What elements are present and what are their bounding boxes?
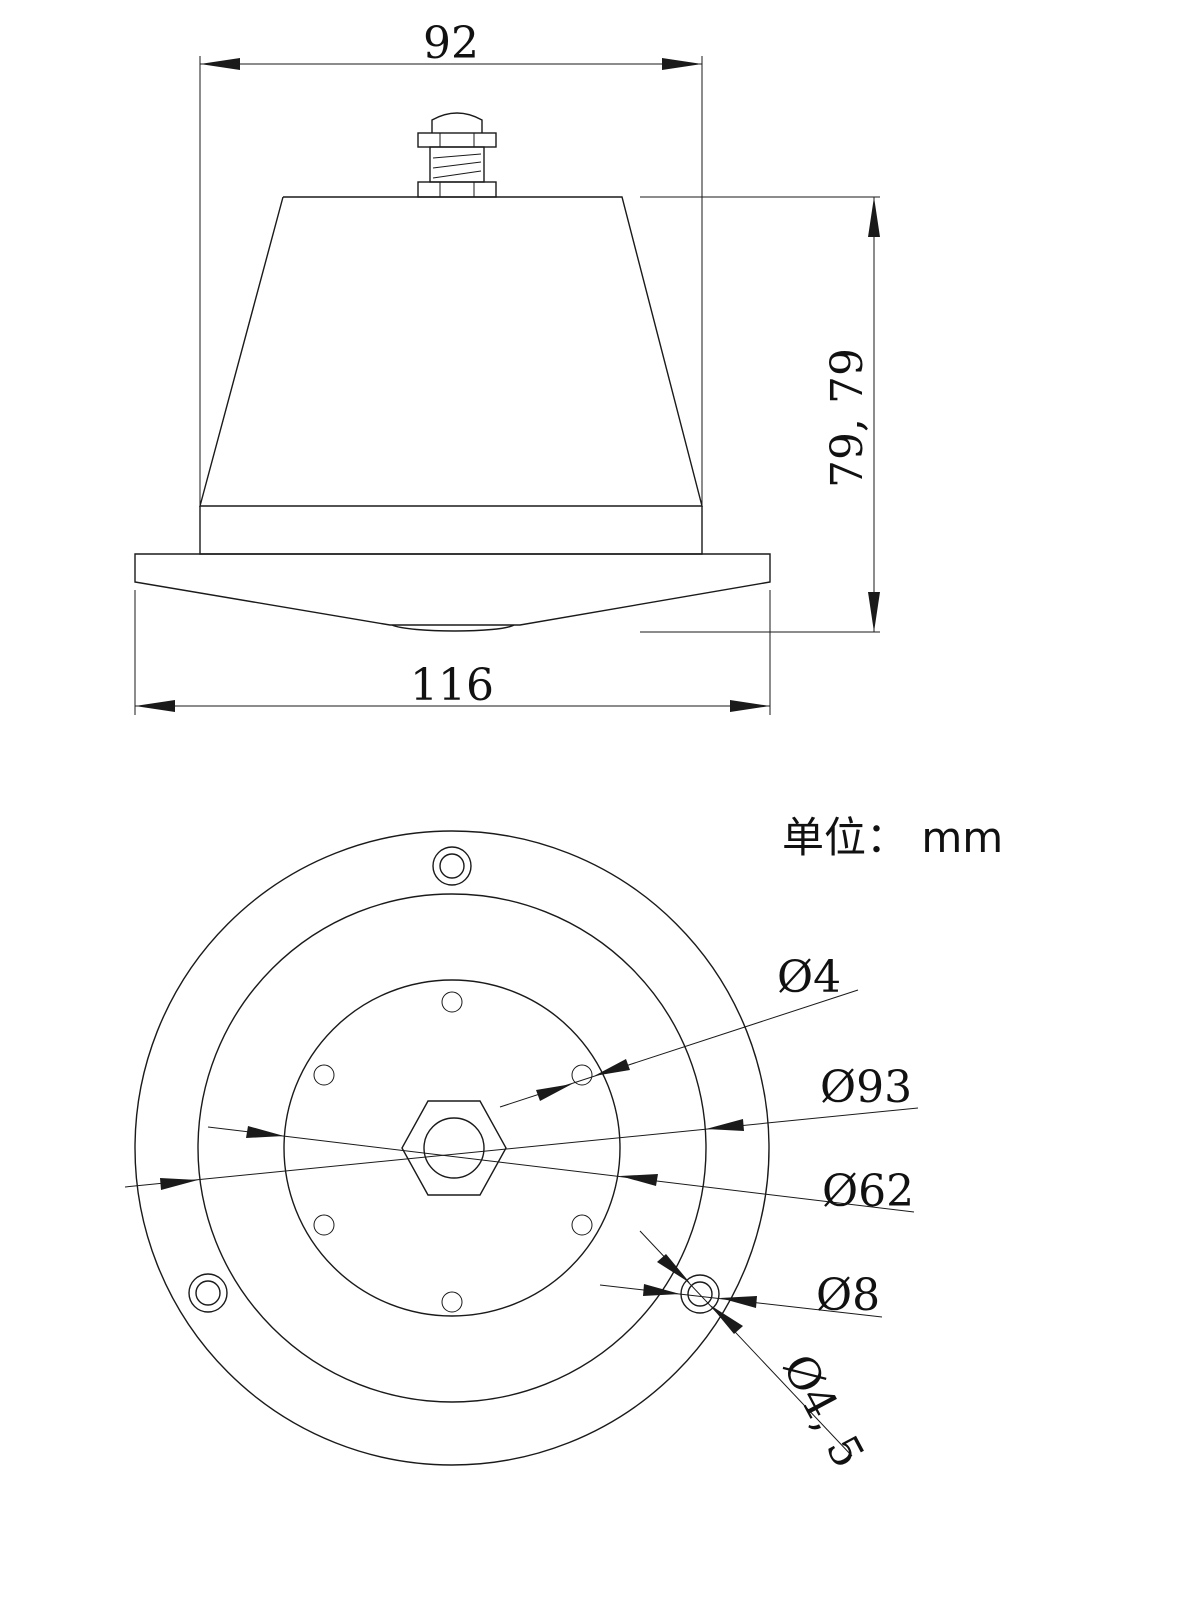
dim-label-116: 116 — [410, 660, 494, 711]
dim-height: 79, 79 — [640, 196, 880, 633]
unit-label: 单位： mm — [782, 813, 1003, 862]
dim-width-top: 92 — [199, 18, 703, 506]
small-hole — [313, 1064, 335, 1086]
small-hole — [313, 1214, 335, 1236]
dim-label-92: 92 — [423, 18, 479, 69]
outer-flange-circle — [134, 830, 770, 1466]
dim-label-dia-62: Ø62 — [822, 1166, 914, 1217]
cable-gland — [417, 112, 497, 198]
mounting-holes — [188, 846, 720, 1314]
dim-dia-4-5: Ø4, 5 — [639, 1230, 874, 1476]
ring-62-circle — [283, 979, 621, 1317]
dim-dia-93: Ø93 — [124, 1062, 919, 1190]
cone-body — [199, 196, 703, 507]
dim-dia-8: Ø8 — [599, 1270, 883, 1321]
dim-label-dia-93: Ø93 — [820, 1062, 912, 1113]
small-hole — [441, 1291, 463, 1313]
small-holes — [313, 991, 593, 1313]
base-foot — [391, 624, 515, 632]
dim-width-base: 116 — [134, 590, 771, 715]
dim-label-dia-4: Ø4 — [777, 952, 841, 1003]
cylinder-band — [199, 506, 703, 555]
dim-label-79-79: 79, 79 — [822, 348, 873, 488]
small-hole — [441, 991, 463, 1013]
dim-dia-4: Ø4 — [499, 952, 859, 1108]
dim-label-dia-8: Ø8 — [816, 1270, 880, 1321]
side-view: 92 116 79, 79 — [134, 18, 880, 715]
base-plate — [134, 553, 771, 626]
ring-93-circle — [197, 893, 707, 1403]
dim-label-dia-4-5: Ø4, 5 — [772, 1346, 873, 1476]
bottom-view: 单位： mm — [124, 813, 1003, 1476]
small-hole — [571, 1214, 593, 1236]
dim-dia-62: Ø62 — [207, 1126, 914, 1217]
hex-nut-icon — [401, 1100, 507, 1196]
small-hole — [571, 1064, 593, 1086]
